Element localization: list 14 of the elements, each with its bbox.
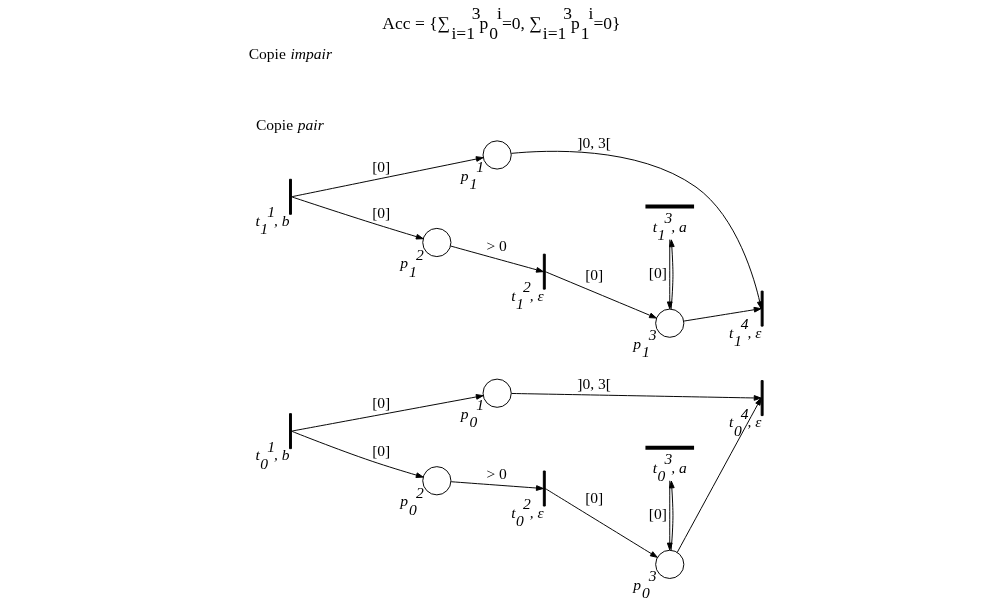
edge-label: > 0 [486, 237, 507, 255]
label: Copie impair [248, 45, 332, 63]
edge-label: > 0 [486, 464, 507, 482]
edge-label: [0] [585, 488, 604, 506]
edge-label: [0] [648, 505, 667, 523]
edge-label: [0] [372, 442, 391, 460]
edge-label: ]0, 3[ [577, 133, 612, 151]
edge-label: [0] [372, 158, 391, 176]
edge-label: ]0, 3[ [577, 375, 612, 393]
edge-label: [0] [372, 393, 391, 411]
edge-label: [0] [585, 266, 604, 284]
edge-label: [0] [372, 203, 391, 221]
edge-label: [0] [648, 264, 667, 282]
label: Copie pair [255, 115, 324, 133]
